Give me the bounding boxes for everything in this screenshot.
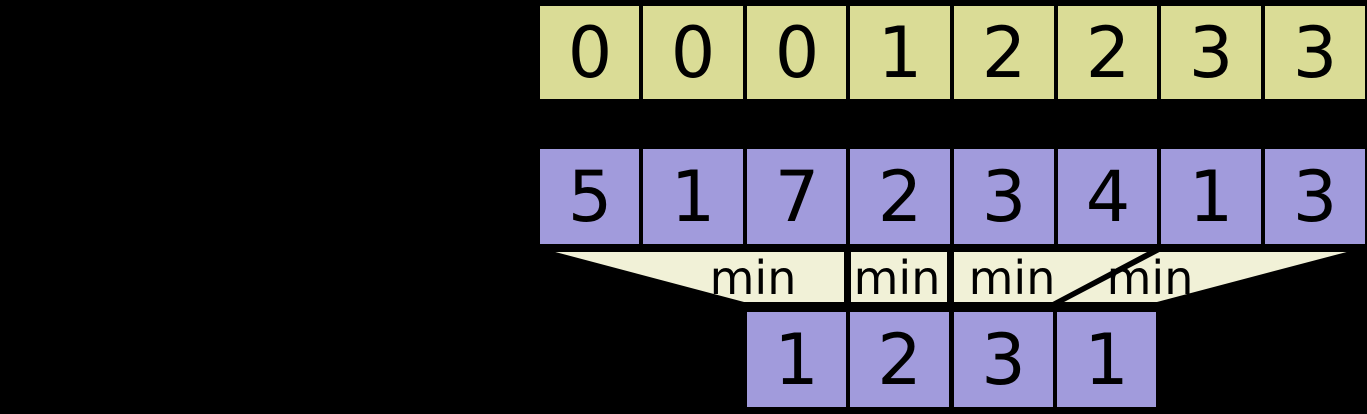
block-min-cell: 2 xyxy=(846,308,953,411)
min-operation-label: min xyxy=(709,251,797,305)
block-index-cell: 3 xyxy=(1261,2,1367,103)
array-row: 5 1 7 2 3 4 1 3 xyxy=(0,145,1367,248)
block-index-cell: 3 xyxy=(1157,2,1265,103)
block-min-cell: 1 xyxy=(743,308,850,411)
block-index-cell: 2 xyxy=(950,2,1058,103)
block-minima-row: 1 2 3 1 xyxy=(0,308,1367,411)
min-operation-label: min xyxy=(968,251,1056,305)
block-index-row: 0 0 0 1 2 2 3 3 xyxy=(0,2,1367,103)
min-funnel-shape-1 xyxy=(539,248,848,306)
min-operation-label: min xyxy=(853,251,941,305)
block-min-cell: 3 xyxy=(950,308,1057,411)
block-index-cell: 2 xyxy=(1054,2,1162,103)
block-index-cell: 0 xyxy=(639,2,747,103)
array-cell: 5 xyxy=(536,145,644,248)
min-funnel-shape-2 xyxy=(847,248,951,306)
min-funnel-shape-4 xyxy=(1055,248,1363,306)
min-operation-label: min xyxy=(1106,251,1194,305)
array-cell: 3 xyxy=(950,145,1058,248)
block-index-cell: 1 xyxy=(846,2,954,103)
min-funnel-shape-3 xyxy=(950,248,1156,306)
array-cell: 3 xyxy=(1261,145,1367,248)
array-cell: 2 xyxy=(846,145,954,248)
array-cell: 7 xyxy=(743,145,851,248)
array-cell: 1 xyxy=(639,145,747,248)
array-cell: 1 xyxy=(1157,145,1265,248)
block-index-cell: 0 xyxy=(743,2,851,103)
block-index-cell: 0 xyxy=(536,2,644,103)
array-cell: 4 xyxy=(1054,145,1162,248)
block-min-cell: 1 xyxy=(1053,308,1160,411)
